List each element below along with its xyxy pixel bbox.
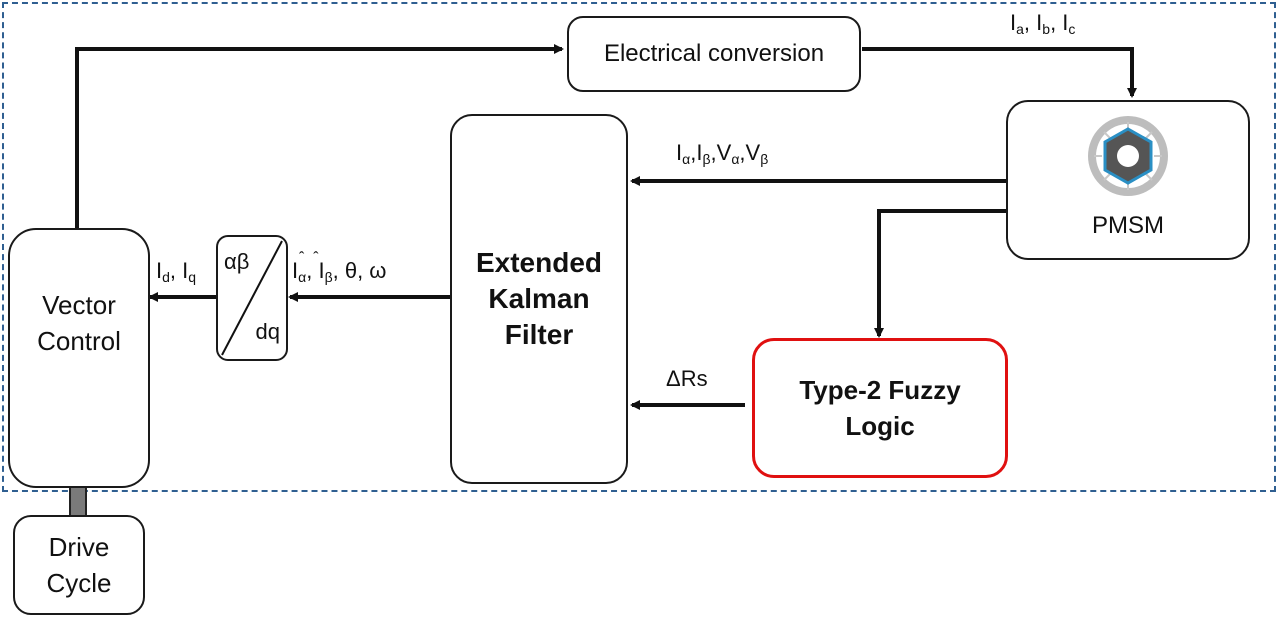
ekf-label-line3: Filter xyxy=(504,319,574,350)
ekf-label-line1: Extended xyxy=(475,247,603,278)
drive-cycle-line2: Cycle xyxy=(46,568,112,598)
vector-control-line2: Control xyxy=(37,326,121,356)
ekf-label-line2: Kalman xyxy=(488,283,590,314)
transform-top-label: αβ xyxy=(224,249,250,274)
fuzzy-label-line1: Type-2 Fuzzy xyxy=(799,375,961,405)
type2-fuzzy-logic-block: Type-2 Fuzzy Logic xyxy=(752,338,1008,478)
signal-alphabeta: Iα,Iβ,Vα,Vβ xyxy=(676,140,769,167)
motor-icon xyxy=(1088,116,1168,196)
wire-vc-to-conversion xyxy=(75,44,564,228)
drive-cycle-block: Drive Cycle xyxy=(13,515,145,615)
drive-cycle-line1: Drive xyxy=(48,532,110,562)
electrical-conversion-block: Electrical conversion xyxy=(567,16,861,92)
signal-abc-currents: Ia, Ib, Ic xyxy=(1010,10,1076,37)
system-boundary xyxy=(2,2,1276,492)
signal-estimates: Iα, Iβ, θ, ω xyxy=(292,258,387,285)
vector-control-line1: Vector xyxy=(42,290,116,320)
wire-conversion-to-pmsm xyxy=(862,47,1137,98)
alphabeta-dq-transform-block: αβ dq xyxy=(216,235,288,361)
transform-bottom-label: dq xyxy=(255,319,280,344)
fuzzy-label-line2: Logic xyxy=(845,411,915,441)
wire-pmsm-to-fuzzy xyxy=(874,209,1006,338)
signal-delta-rs: ΔRs xyxy=(666,366,708,391)
transform-diagonal xyxy=(221,240,283,356)
pmsm-label: PMSM xyxy=(1092,212,1164,239)
pmsm-block: PMSM xyxy=(1006,100,1250,260)
electrical-conversion-label: Electrical conversion xyxy=(603,40,825,67)
signal-dq-currents: Id, Iq xyxy=(156,258,197,285)
vector-control-block: Vector Control xyxy=(8,228,150,488)
ekf-block: Extended Kalman Filter xyxy=(450,114,628,484)
